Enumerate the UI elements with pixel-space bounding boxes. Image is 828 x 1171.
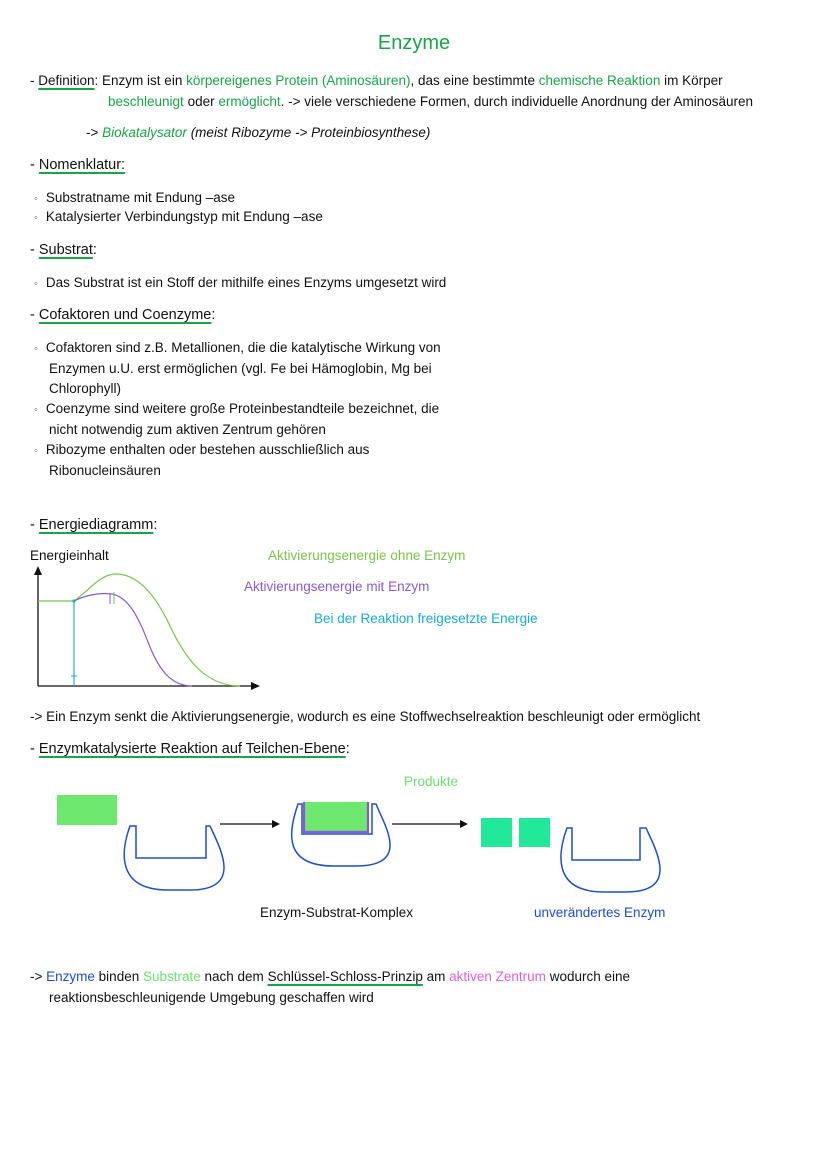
nomenklatur-heading: - Nomenklatur: bbox=[30, 157, 126, 173]
highlight-ermoeglicht: ermöglicht bbox=[218, 94, 281, 109]
curve-without-enzyme bbox=[38, 573, 241, 687]
highlight-substrate: Substrate bbox=[142, 969, 201, 984]
heading-text: Substrat bbox=[38, 242, 93, 258]
highlight-beschleunigt: beschleunigt bbox=[108, 94, 184, 109]
substrate bbox=[57, 795, 117, 825]
text: im Körper bbox=[660, 73, 723, 88]
colon: : bbox=[94, 73, 103, 88]
text: nach dem bbox=[200, 969, 268, 984]
teilchen-heading: - Enzymkatalysierte Reaktion auf Teilche… bbox=[30, 741, 350, 757]
arrow-2-head bbox=[460, 820, 468, 828]
legend-cyan: Bei der Reaktion freigesetzte Energie bbox=[314, 611, 538, 626]
product-2 bbox=[519, 818, 550, 847]
energy-diagram bbox=[34, 566, 260, 690]
curve-with-enzyme bbox=[73, 592, 193, 687]
item-text: Das Substrat ist ein Stoff der mithilfe … bbox=[45, 275, 447, 290]
produkte-label: Produkte bbox=[404, 774, 459, 789]
y-axis-label: Energieinhalt bbox=[30, 548, 109, 563]
highlight-protein: körpereigenes Protein (Aminosäuren) bbox=[186, 73, 411, 88]
highlight-enzyme: Enzyme bbox=[46, 969, 95, 984]
heading-text: Enzymkatalysierte Reaktion auf Teilchen-… bbox=[38, 741, 346, 757]
definition-line-3: -> Biokatalysator (meist Ribozyme -> Pro… bbox=[86, 123, 430, 143]
item-text: nicht notwendig zum aktiven Zentrum gehö… bbox=[49, 422, 326, 437]
colon: : bbox=[92, 242, 97, 258]
substrat-heading: - Substrat: bbox=[30, 242, 97, 258]
legend-green: Aktivierungsenergie ohne Enzym bbox=[268, 548, 466, 563]
arrow-1-head bbox=[272, 820, 280, 828]
energiediagramm-heading: - Energiediagramm: bbox=[30, 517, 158, 533]
item-text: Cofaktoren sind z.B. Metallionen, die di… bbox=[45, 340, 441, 355]
item-text: Chlorophyll) bbox=[49, 381, 122, 396]
definition-line-1: - Definition: Enzym ist ein körpereigene… bbox=[30, 71, 723, 91]
text: binden bbox=[94, 969, 143, 984]
unveraendert-label: unverändertes Enzym bbox=[534, 905, 666, 920]
bound-substrate bbox=[304, 802, 368, 832]
text: wodurch eine bbox=[545, 969, 630, 984]
item-text: Katalysierter Verbindungstyp mit Endung … bbox=[45, 209, 323, 224]
highlight-zentrum: aktiven Zentrum bbox=[449, 969, 546, 984]
conclusion-2-line-2: reaktionsbeschleunigende Umgebung gescha… bbox=[49, 990, 374, 1005]
y-axis-arrow bbox=[34, 566, 42, 575]
active-site bbox=[302, 802, 370, 834]
text: am bbox=[422, 969, 450, 984]
list-item: ◦Substratname mit Endung –ase bbox=[34, 190, 236, 205]
highlight-biokatalysator: Biokatalysator bbox=[102, 125, 187, 140]
item-text: Substratname mit Endung –ase bbox=[45, 190, 236, 205]
cofaktoren-heading: - Cofaktoren und Coenzyme: bbox=[30, 307, 216, 323]
heading-text: Cofaktoren und Coenzyme bbox=[38, 307, 212, 323]
text: . -> viele verschiedene Formen, durch in… bbox=[280, 94, 754, 109]
heading-text: Nomenklatur: bbox=[38, 157, 126, 173]
text: Enzym ist ein bbox=[102, 73, 187, 88]
text: , das eine bestimmte bbox=[410, 73, 539, 88]
enzyme-complex bbox=[290, 803, 391, 867]
list-item: ◦Cofaktoren sind z.B. Metallionen, die d… bbox=[34, 338, 441, 481]
definition-line-2: beschleunigt oder ermöglicht. -> viele v… bbox=[108, 92, 753, 112]
list-item: ◦Katalysierter Verbindungstyp mit Endung… bbox=[34, 209, 323, 224]
dash: - bbox=[30, 73, 39, 88]
list-item: ◦Das Substrat ist ein Stoff der mithilfe… bbox=[34, 275, 447, 290]
komplex-label: Enzym-Substrat-Komplex bbox=[260, 905, 414, 920]
legend-purple: Aktivierungsenergie mit Enzym bbox=[244, 579, 430, 594]
page-title: Enzyme bbox=[377, 32, 451, 54]
item-text: Coenzyme sind weitere große Proteinbesta… bbox=[45, 401, 440, 416]
product-1 bbox=[481, 818, 512, 847]
colon: : bbox=[211, 307, 216, 323]
particle-diagram bbox=[57, 795, 661, 893]
text: oder bbox=[183, 94, 219, 109]
item-text: Ribozyme enthalten oder bestehen ausschl… bbox=[45, 442, 370, 457]
highlight-reaction: chemische Reaktion bbox=[538, 73, 661, 88]
text: (meist Ribozyme -> Proteinbiosynthese) bbox=[186, 125, 431, 140]
enzyme-1 bbox=[123, 825, 225, 891]
colon: : bbox=[345, 741, 350, 757]
conclusion-2-line-1: -> Enzyme binden Substrate nach dem Schl… bbox=[30, 967, 630, 987]
colon: : bbox=[153, 517, 158, 533]
highlight-prinzip: Schlüssel-Schloss-Prinzip bbox=[267, 969, 423, 984]
enzyme-unchanged bbox=[560, 827, 661, 893]
heading-text: Energiediagramm bbox=[38, 517, 154, 533]
start-point bbox=[72, 599, 76, 603]
item-text: Enzymen u.U. erst ermöglichen (vgl. Fe b… bbox=[49, 361, 432, 376]
text: -> bbox=[30, 969, 47, 984]
arrow-text: -> bbox=[86, 125, 103, 140]
item-text: Ribonucleinsäuren bbox=[49, 463, 161, 478]
conclusion-1: -> Ein Enzym senkt die Aktivierungsenerg… bbox=[30, 709, 701, 724]
x-axis-arrow bbox=[251, 682, 260, 690]
definition-heading: Definition bbox=[38, 73, 95, 88]
